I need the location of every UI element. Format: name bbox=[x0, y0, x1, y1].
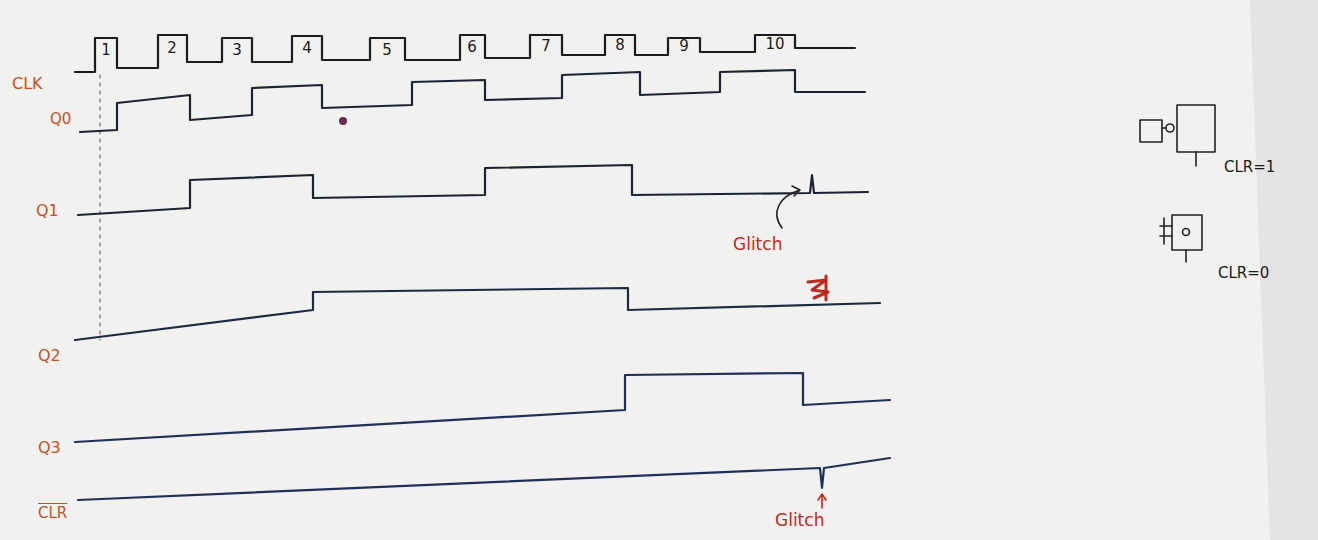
q1-waveform bbox=[78, 165, 868, 215]
ink-dot bbox=[339, 117, 347, 125]
clock-reference-line bbox=[100, 75, 101, 340]
signal-name: Q0 bbox=[50, 112, 71, 127]
clock-pulse-number: 7 bbox=[541, 39, 551, 54]
clock-pulse-number: 3 bbox=[232, 43, 242, 58]
q3-waveform bbox=[75, 373, 890, 442]
signal-name: Q3 bbox=[38, 440, 61, 456]
clock-pulse-number: 5 bbox=[382, 43, 392, 58]
flip-flop-symbol bbox=[1160, 215, 1202, 262]
clock-pulse-number: 6 bbox=[467, 40, 477, 55]
clear-state-note: CLR=1 bbox=[1224, 160, 1275, 175]
clock-pulse-number: 9 bbox=[679, 39, 689, 54]
clock-pulse-number: 2 bbox=[167, 41, 177, 56]
q0-waveform bbox=[80, 70, 865, 132]
q2-waveform bbox=[75, 288, 880, 340]
glitch-arrow bbox=[818, 494, 826, 508]
signal-name: CLR bbox=[38, 506, 67, 521]
signal-name: CLK bbox=[12, 76, 43, 92]
clock-pulse-number: 1 bbox=[101, 43, 111, 58]
clear-state-note: CLR=0 bbox=[1218, 266, 1269, 281]
glitch-note: Glitch bbox=[775, 512, 824, 529]
clock-pulse-number: 10 bbox=[765, 37, 784, 52]
glitch-note: Glitch bbox=[733, 236, 782, 253]
glitch-scribble bbox=[808, 276, 828, 300]
clock-pulse-number: 8 bbox=[615, 38, 625, 53]
signal-name: Q2 bbox=[38, 348, 61, 364]
clock-pulse-number: 4 bbox=[302, 41, 312, 56]
flip-flop-symbol bbox=[1140, 105, 1215, 166]
signal-name: Q1 bbox=[36, 203, 59, 219]
clock-waveform bbox=[75, 35, 855, 72]
glitch-leader bbox=[777, 186, 800, 228]
clear-waveform bbox=[78, 458, 890, 500]
